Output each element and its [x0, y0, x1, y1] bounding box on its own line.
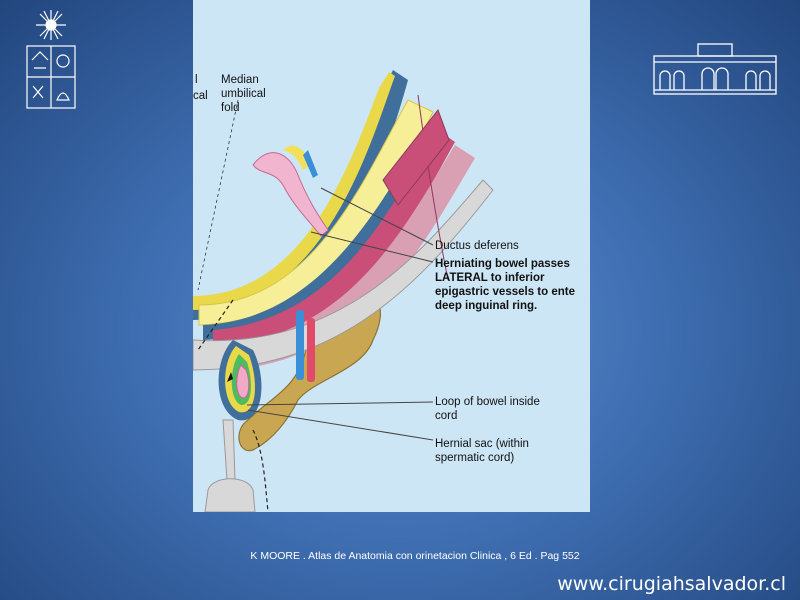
inguinal-hernia-illustration — [193, 70, 494, 512]
ductus-deferens — [252, 152, 329, 237]
partial-label-bottom: cal — [193, 90, 208, 102]
rectus-muscle — [382, 108, 450, 206]
building-facade-icon — [653, 43, 777, 95]
epigastric-artery — [307, 318, 315, 382]
figure-caption: K MOORE . Atlas de Anatomia con orinetac… — [250, 550, 580, 562]
epigastric-vein — [296, 310, 304, 380]
abdominal-wall-layers — [193, 70, 494, 371]
university-seal-icon — [26, 10, 76, 109]
leader-lines — [246, 187, 434, 441]
testis — [204, 478, 256, 512]
partial-label-top: l — [195, 74, 198, 86]
herniating-bowel-label: Herniating bowel passes LATERAL to infer… — [435, 258, 575, 312]
anatomy-figure: l cal Median umbilical fold Ductus defer… — [193, 0, 590, 512]
hernial-sac — [218, 340, 262, 421]
median-fold-label: Median umbilical fold — [221, 74, 266, 114]
star-icon — [36, 10, 66, 40]
website-link[interactable]: www.cirugiahsalvador.cl — [557, 573, 786, 595]
ductus-deferens-label: Ductus deferens — [435, 240, 519, 252]
loop-of-bowel-label: Loop of bowel inside cord — [435, 396, 540, 422]
spermatic-cord — [222, 419, 236, 481]
hernial-sac-label: Hernial sac (within spermatic cord) — [435, 438, 529, 464]
